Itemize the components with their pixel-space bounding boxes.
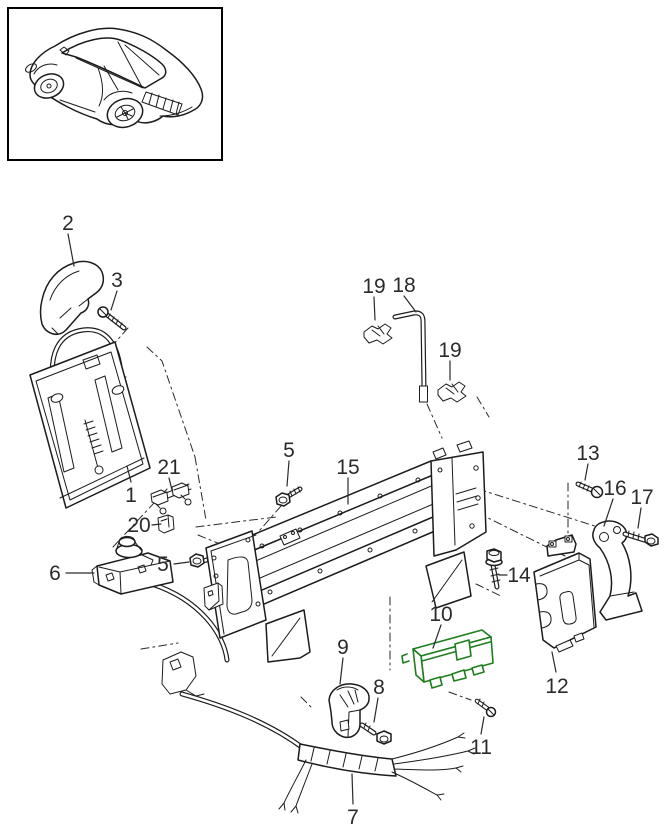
part-19-clip-right[interactable]	[437, 381, 467, 403]
callout-6[interactable]: 6	[49, 562, 61, 585]
callout-12[interactable]: 12	[545, 675, 568, 698]
callout-7[interactable]: 7	[347, 806, 359, 829]
callout-14[interactable]: 14	[507, 564, 531, 587]
part-14-bolt[interactable]	[485, 548, 503, 590]
part-17-bolt[interactable]	[622, 530, 659, 547]
callout-5-left[interactable]: 5	[157, 553, 169, 576]
part-18-rod[interactable]	[392, 310, 428, 403]
part-20-clip[interactable]	[157, 514, 175, 534]
leader-lines	[65, 233, 642, 805]
callout-20[interactable]: 20	[127, 514, 150, 537]
part-13-screw[interactable]	[575, 481, 604, 499]
part-6-latch-actuator[interactable]	[91, 535, 230, 697]
callout-17[interactable]: 17	[630, 486, 653, 509]
part-11-screw[interactable]	[474, 698, 497, 718]
assembly-guide-lines	[111, 327, 602, 710]
callout-3[interactable]: 3	[111, 269, 123, 292]
callout-11[interactable]: 11	[470, 736, 492, 759]
callout-labels: 2 3 19 18 19 21 5 15 13 16 17 20 6 5 14 …	[49, 212, 654, 829]
callout-9[interactable]: 9	[337, 636, 349, 659]
part-16-bracket[interactable]	[592, 520, 643, 621]
part-2-cover[interactable]	[39, 260, 105, 335]
part-5-screw-top[interactable]	[275, 486, 303, 507]
part-1-rollbar-frame[interactable]	[29, 327, 151, 509]
callout-5-top[interactable]: 5	[283, 439, 295, 462]
callout-16[interactable]: 16	[603, 477, 626, 500]
car-thumbnail	[7, 7, 223, 161]
callout-15[interactable]: 15	[336, 456, 359, 479]
callout-1[interactable]: 1	[125, 484, 137, 507]
part-8-bolt[interactable]	[359, 722, 392, 745]
part-15-crossmember[interactable]	[203, 440, 487, 663]
part-19-clip-left[interactable]	[363, 323, 393, 345]
part-21-clamp[interactable]	[150, 482, 192, 515]
callout-13[interactable]: 13	[576, 442, 599, 465]
part-7-wiring-harness[interactable]	[179, 691, 476, 814]
part-3-screw[interactable]	[97, 306, 127, 331]
callout-2[interactable]: 2	[62, 212, 74, 235]
callout-10[interactable]: 10	[429, 603, 452, 626]
part-12-control-unit[interactable]	[533, 534, 597, 653]
callout-8[interactable]: 8	[373, 676, 385, 699]
callout-21[interactable]: 21	[157, 456, 180, 479]
part-10-control-module-highlighted[interactable]	[401, 629, 494, 689]
callout-18[interactable]: 18	[392, 274, 415, 297]
car-rear-isometric-icon	[25, 27, 204, 129]
callout-19-right[interactable]: 19	[438, 339, 461, 362]
part-9-grommet[interactable]	[328, 683, 370, 739]
callout-19-left[interactable]: 19	[362, 275, 385, 298]
